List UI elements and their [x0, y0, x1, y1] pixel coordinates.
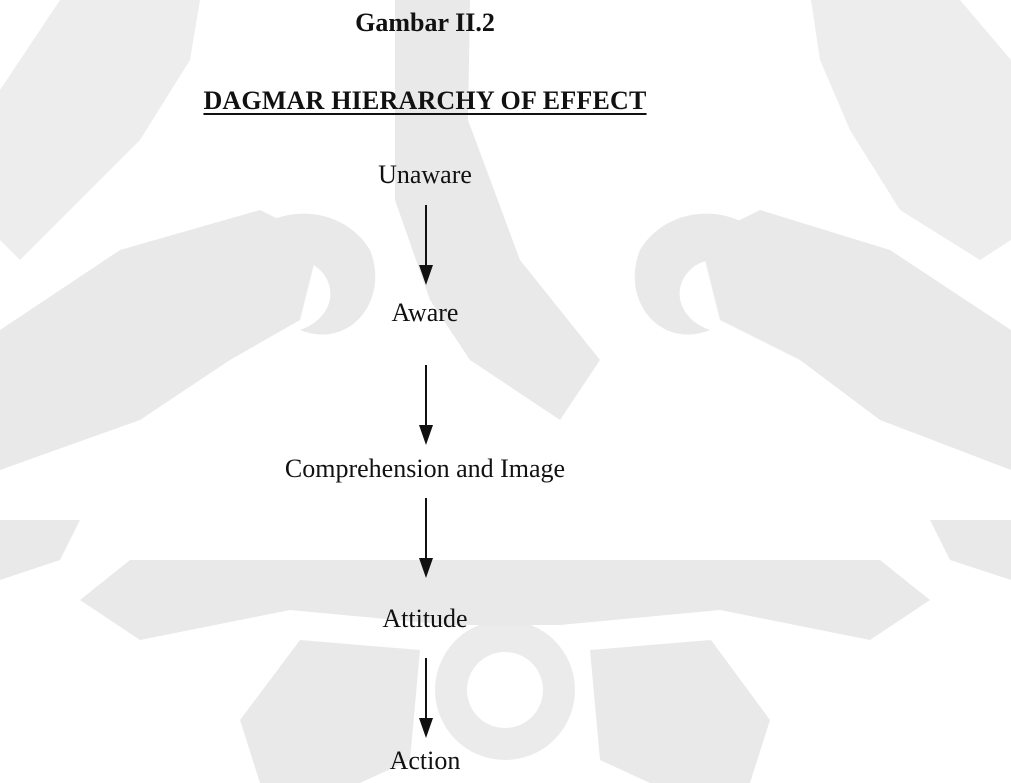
- stage-unaware: Unaware: [0, 160, 850, 190]
- arrow-down-icon: [414, 205, 438, 287]
- stage-aware: Aware: [0, 298, 850, 328]
- stage-action: Action: [0, 746, 850, 776]
- stage-comprehension-and-image: Comprehension and Image: [0, 454, 850, 484]
- figure-title: DAGMAR HIERARCHY OF EFFECT: [0, 86, 850, 116]
- arrow-down-icon: [414, 658, 438, 740]
- arrow-down-icon: [414, 498, 438, 580]
- stage-attitude: Attitude: [0, 604, 850, 634]
- figure-label: Gambar II.2: [0, 8, 850, 38]
- arrow-down-icon: [414, 365, 438, 447]
